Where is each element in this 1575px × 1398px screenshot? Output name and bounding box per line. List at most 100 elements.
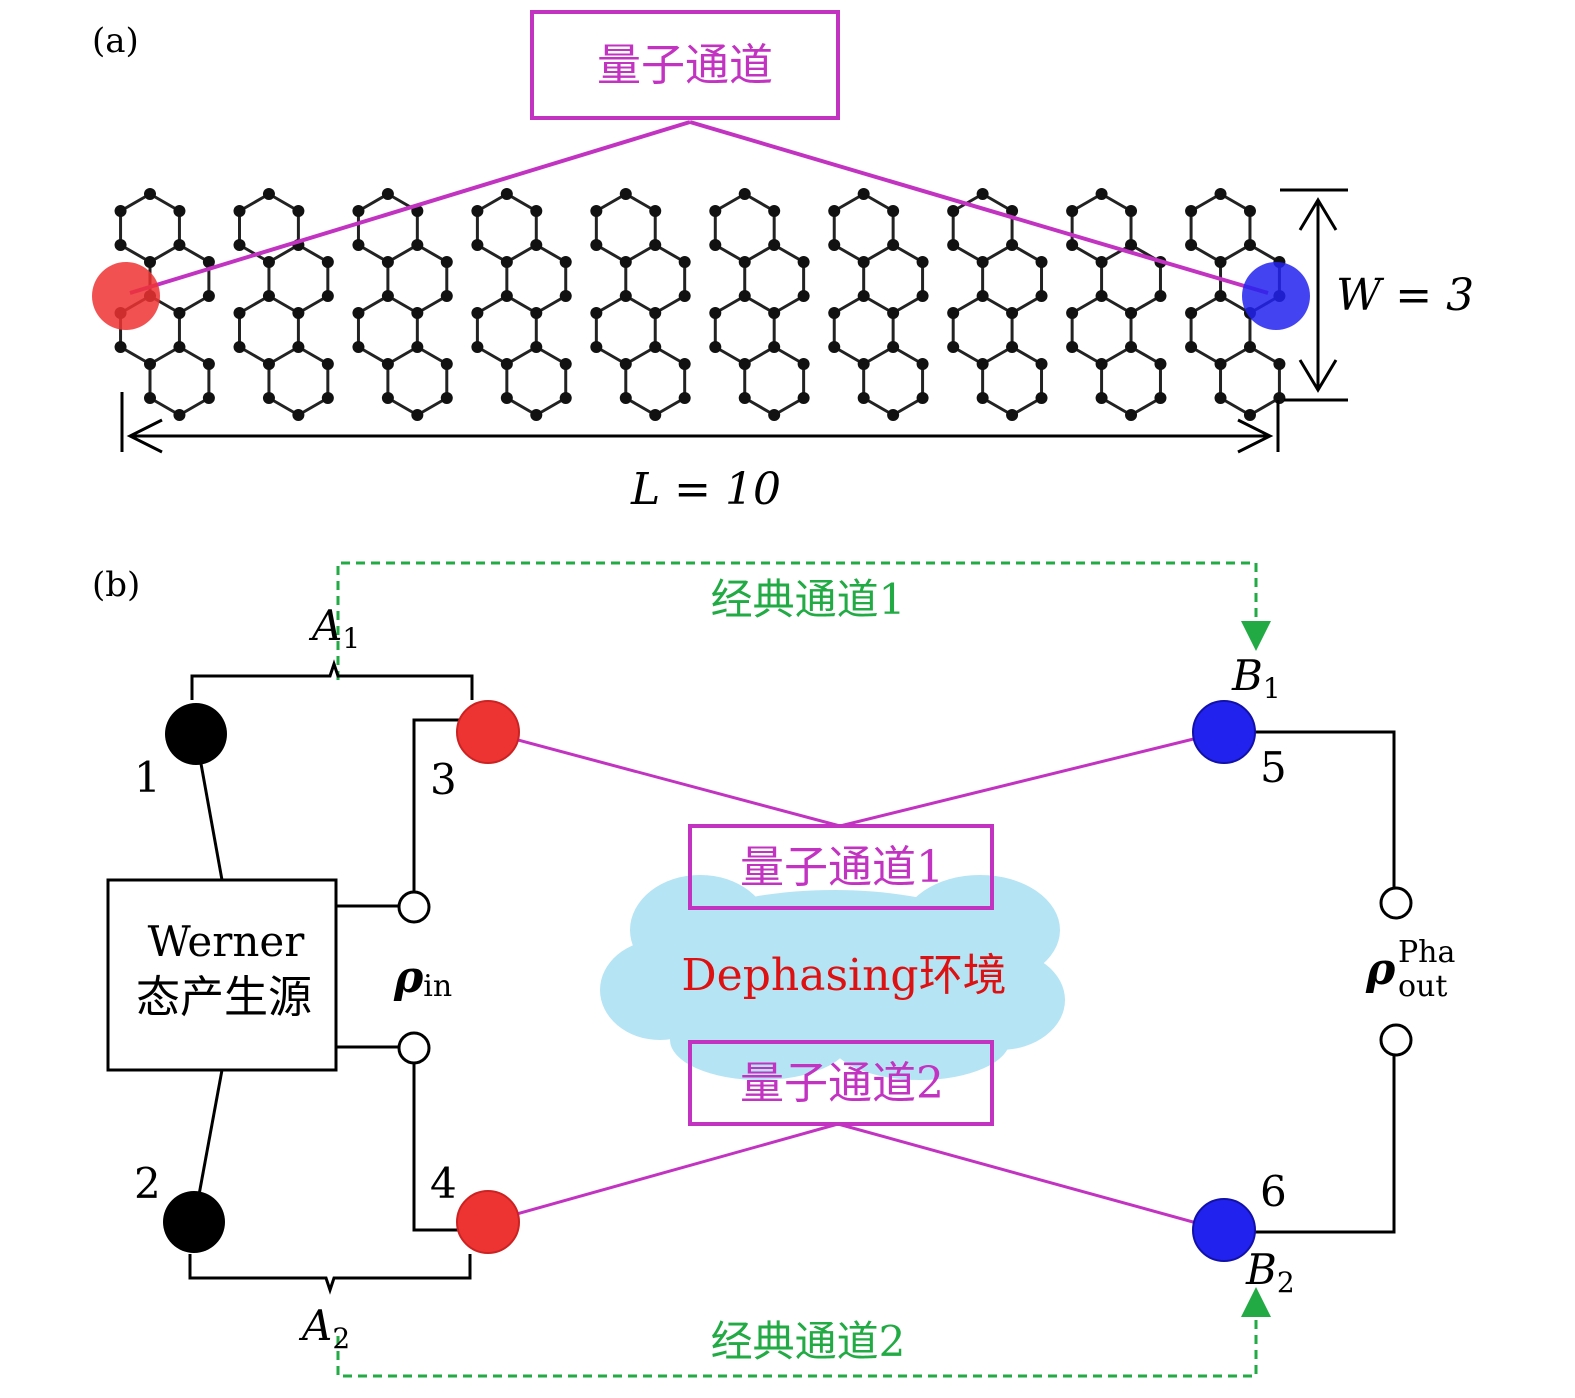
lattice-atom (262, 358, 275, 370)
lattice-atom (828, 341, 841, 353)
lattice-atom (738, 392, 751, 404)
lattice-atom (411, 239, 424, 251)
rho-out-terminal-top (1379, 886, 1413, 920)
quantum-channel-line-left (129, 120, 691, 295)
node-6-label: 6 (1260, 1167, 1287, 1216)
lattice-atom (1214, 392, 1227, 404)
quantum-channel-line-right (689, 120, 1269, 295)
lattice-atom (1243, 409, 1256, 421)
lattice-atom (1125, 341, 1138, 353)
lattice-atom (649, 205, 662, 217)
lattice-atom (202, 256, 215, 268)
quantum-channel-2-line-left (487, 1122, 839, 1224)
rho-out-label: ρ (1365, 944, 1396, 995)
right-lead-site (1242, 262, 1310, 330)
lattice-atom (1185, 307, 1198, 319)
lattice-atom (1185, 341, 1198, 353)
lattice-atom (411, 409, 424, 421)
lattice-atom (202, 392, 215, 404)
lattice-atom (321, 290, 334, 302)
werner-source-line2: 态产生源 (136, 972, 312, 1023)
length-arrowhead-right (1237, 418, 1274, 454)
lattice-atom (709, 239, 722, 251)
lattice-atom (590, 307, 603, 319)
lattice-atom (500, 392, 513, 404)
node-2-label: 2 (134, 1159, 161, 1208)
lattice-atom (768, 239, 781, 251)
lattice-atom (797, 290, 810, 302)
quantum-channel-1-box (688, 824, 994, 910)
rho-out-terminal-bottom (1379, 1023, 1413, 1057)
lattice-atom (233, 239, 246, 251)
width-label: W = 3 (1336, 270, 1474, 321)
lattice-atom (828, 307, 841, 319)
quantum-channel-1-label: 量子通道1 (740, 842, 944, 893)
lattice-atom (916, 392, 929, 404)
lattice-atom (530, 239, 543, 251)
lattice-atom (381, 188, 394, 200)
lattice-atom (678, 256, 691, 268)
lattice-atom (887, 205, 900, 217)
lattice-atom (768, 205, 781, 217)
lattice-atom (233, 341, 246, 353)
lattice-atom (1006, 409, 1019, 421)
lattice-atom (233, 307, 246, 319)
classical-channel-2-label: 经典通道2 (711, 1317, 906, 1366)
node-4-label: 4 (430, 1159, 457, 1208)
lattice-atom (1154, 290, 1167, 302)
lattice-atom (173, 409, 186, 421)
lattice-atom (262, 290, 275, 302)
lattice-atom (1006, 205, 1019, 217)
lattice-atom (1006, 239, 1019, 251)
lattice-atom (292, 307, 305, 319)
lattice-atom (797, 358, 810, 370)
lattice-atom (202, 290, 215, 302)
lattice-atom (292, 205, 305, 217)
panel-a: (a) 量子通道 W = 3 L = 10 (92, 10, 1474, 515)
lattice-atom (440, 256, 453, 268)
node-1 (165, 703, 227, 765)
lattice-atom (709, 341, 722, 353)
lattice-atom (144, 256, 156, 268)
lattice-atom (1095, 392, 1108, 404)
lattice-atom (619, 392, 632, 404)
lattice-atom (828, 239, 841, 251)
quantum-channel-1-line-left (487, 730, 841, 828)
lattice-atom (321, 358, 334, 370)
lattice-atom (1273, 358, 1286, 370)
lattice-atom (976, 188, 989, 200)
wire-node5-rho-out (1226, 730, 1396, 888)
lattice-atom (738, 256, 751, 268)
lattice-atom (114, 239, 127, 251)
node-3-label: 3 (430, 755, 457, 804)
lattice-atom (738, 358, 751, 370)
quantum-channel-1-line-right (839, 730, 1223, 828)
lattice-atom (381, 290, 394, 302)
lattice-atom (559, 392, 572, 404)
lattice-atom (649, 307, 662, 319)
lattice-atom (500, 256, 513, 268)
lattice-atom (411, 307, 424, 319)
lattice-atom (1006, 341, 1019, 353)
lattice-atom (262, 392, 275, 404)
lattice-atom (1214, 256, 1227, 268)
quantum-channel-2-line-right (837, 1122, 1223, 1232)
rho-out-subscript: out (1398, 969, 1447, 1004)
b2-label: B2 (1245, 1245, 1295, 1299)
lattice-atom (619, 290, 632, 302)
lattice-atom (1125, 307, 1138, 319)
lattice-atom (768, 341, 781, 353)
lattice-atom (649, 341, 662, 353)
width-arrowhead-top (1298, 197, 1338, 231)
lattice-atom (1095, 358, 1108, 370)
lattice-atom (1066, 239, 1079, 251)
lattice-atom (321, 256, 334, 268)
lattice-atom (500, 290, 513, 302)
a2-label: A2 (298, 1301, 350, 1355)
lattice-atom (916, 358, 929, 370)
lattice-atom (1095, 256, 1108, 268)
lattice-atom (173, 307, 186, 319)
classical-channel-1-path (336, 561, 1271, 680)
lattice-atom (1066, 341, 1079, 353)
